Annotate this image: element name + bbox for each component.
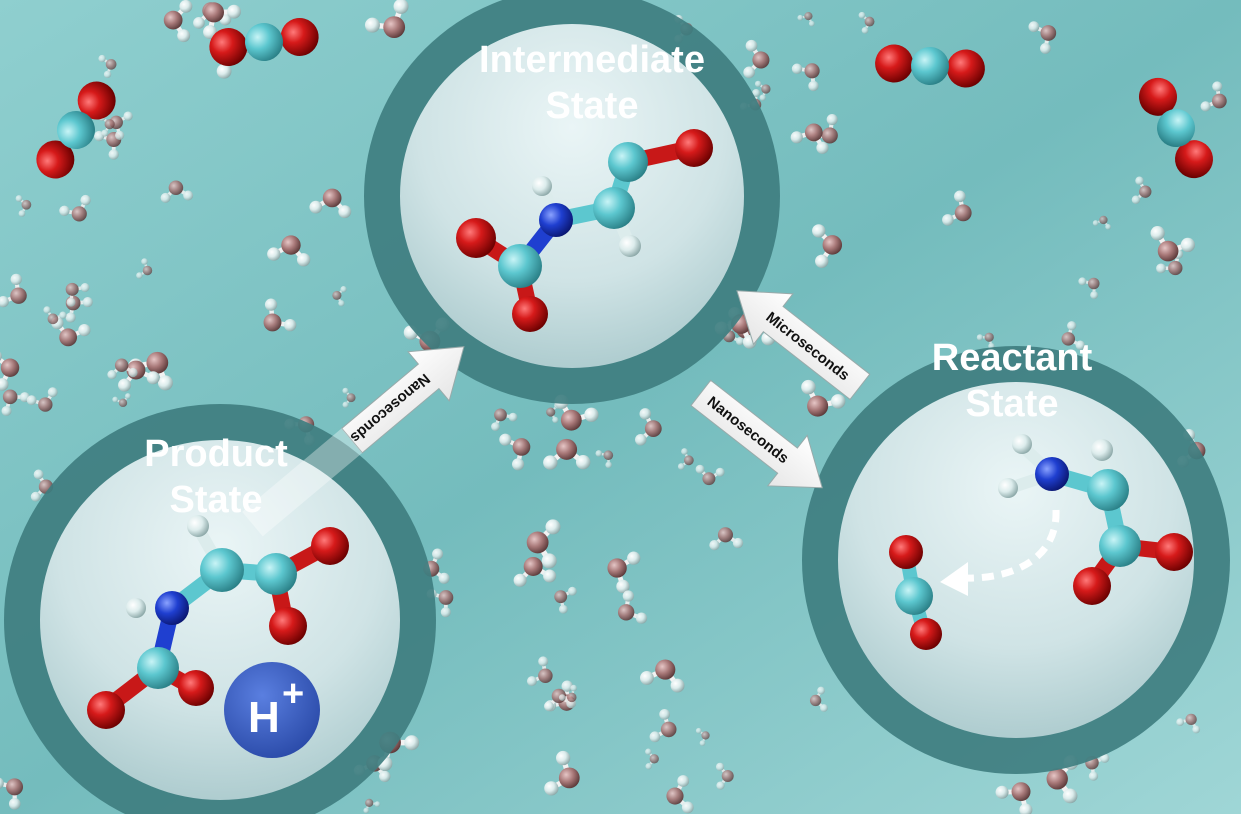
water-molecule <box>342 387 356 408</box>
water-molecule <box>695 727 710 746</box>
water-molecule <box>15 195 32 217</box>
product-state-title-line2: State <box>170 479 263 521</box>
water-molecule <box>1092 215 1112 230</box>
water-molecule <box>677 448 694 470</box>
water-molecule <box>543 438 591 470</box>
water-molecule <box>858 11 875 34</box>
water-molecule <box>666 775 694 814</box>
water-molecule <box>203 2 241 40</box>
intermediate-state-title-line2: State <box>546 85 639 127</box>
water-molecule <box>363 798 381 814</box>
water-molecule <box>43 306 67 325</box>
water-molecule <box>1061 321 1085 350</box>
water-molecule <box>0 273 27 308</box>
water-molecule <box>595 450 614 469</box>
water-molecule <box>526 519 561 569</box>
water-molecule <box>26 387 58 412</box>
water-molecule <box>1176 713 1201 734</box>
water-molecule <box>812 224 843 268</box>
water-molecule <box>801 379 846 417</box>
water-molecule <box>1156 249 1184 276</box>
water-molecule <box>1131 176 1152 204</box>
reactant-molecule <box>998 434 1193 605</box>
water-molecule <box>160 180 194 203</box>
water-molecule <box>554 586 577 614</box>
water-molecule <box>543 688 577 712</box>
water-molecule <box>649 708 677 743</box>
water-molecule <box>499 433 531 471</box>
water-molecule <box>544 750 580 796</box>
water-molecule <box>1046 755 1079 804</box>
background-co2-molecule <box>36 81 116 179</box>
water-molecule <box>1200 81 1227 112</box>
dashed-curved-arrow <box>940 509 1060 596</box>
proton-symbol: H <box>248 693 280 742</box>
water-molecule <box>1028 21 1057 54</box>
reactant-state-title-line1: Reactant <box>932 337 1093 379</box>
reactant-state-title-line2: State <box>966 383 1059 425</box>
water-molecule <box>491 408 518 432</box>
water-molecule <box>136 258 153 279</box>
water-molecule <box>995 782 1033 814</box>
water-molecule <box>112 393 131 408</box>
proton-charge: + <box>282 673 304 715</box>
water-molecule <box>709 527 744 551</box>
water-molecule <box>59 194 91 222</box>
water-molecule <box>790 123 829 154</box>
background-co2-molecule <box>1139 77 1213 179</box>
water-molecule <box>634 408 662 446</box>
background-co2-molecule <box>875 44 985 88</box>
water-molecule <box>695 464 725 486</box>
water-molecule <box>309 188 352 219</box>
water-molecule <box>809 686 828 712</box>
water-molecule <box>715 762 734 790</box>
proton-badge: H + <box>224 662 320 758</box>
water-molecule <box>743 39 770 79</box>
water-molecule <box>645 748 659 770</box>
water-molecule <box>558 684 577 703</box>
intermediate-state-bubble <box>364 0 780 404</box>
water-molecule <box>364 0 409 39</box>
water-molecule <box>107 358 138 380</box>
water-molecule <box>267 235 311 267</box>
water-molecule <box>163 0 193 43</box>
water-molecule <box>942 190 972 226</box>
water-molecule <box>65 282 90 307</box>
product-molecule <box>87 515 349 729</box>
water-molecule <box>617 590 648 624</box>
water-molecule <box>263 298 297 332</box>
water-molecule <box>98 54 117 79</box>
intermediate-molecule <box>456 129 713 332</box>
water-molecule <box>640 659 685 693</box>
water-molecule <box>791 63 820 92</box>
water-molecule <box>0 777 24 810</box>
water-molecule <box>754 80 771 101</box>
water-molecule <box>607 551 641 594</box>
water-molecule <box>332 286 347 307</box>
intermediate-state-title-line1: Intermediate <box>479 39 705 81</box>
co2-molecule <box>889 535 942 650</box>
product-state-title-line1: Product <box>144 433 288 475</box>
water-molecule <box>1078 277 1100 300</box>
water-molecule <box>526 656 553 687</box>
water-molecule <box>0 351 20 391</box>
background-co2-molecule <box>209 17 319 67</box>
water-molecule <box>1085 753 1110 781</box>
water-molecule <box>797 11 815 27</box>
water-molecule <box>1150 226 1196 262</box>
water-molecule <box>513 556 557 587</box>
